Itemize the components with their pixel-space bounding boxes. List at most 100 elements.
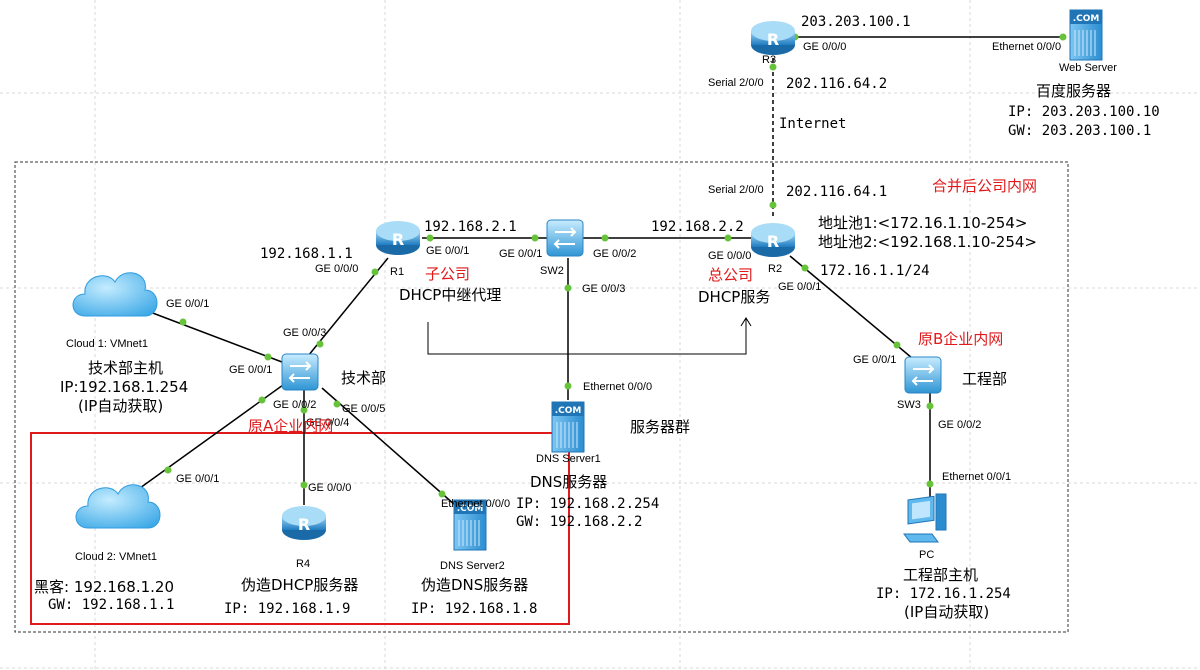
port-sw3-ge001: GE 0/0/1 — [853, 354, 896, 366]
port-swt-ge002: GE 0/0/2 — [273, 399, 316, 411]
switch-icon — [546, 219, 584, 257]
router-r3[interactable]: R — [751, 21, 795, 55]
port-sw3-ge002: GE 0/0/2 — [938, 419, 981, 431]
merged-lan-area — [14, 161, 1069, 633]
cloud2-line2: GW: 192.168.1.1 — [48, 597, 174, 613]
switch-sw2[interactable] — [546, 219, 584, 257]
port-r2-serial: Serial 2/0/0 — [708, 184, 764, 196]
merged-lan-label: 合并后公司内网 — [932, 177, 1037, 195]
dns2-title: 伪造DNS服务器 — [421, 576, 528, 594]
port-r2-ge000: GE 0/0/0 — [708, 250, 751, 262]
port-r1-ge001: GE 0/0/1 — [426, 245, 469, 257]
r2-role: DHCP服务 — [698, 288, 770, 306]
r3-name: R3 — [762, 54, 776, 66]
svg-text:.COM: .COM — [1073, 14, 1100, 24]
cloud1-ip: IP:192.168.1.254 — [60, 378, 188, 396]
pc-host[interactable] — [903, 493, 947, 543]
cloud-icon — [75, 484, 161, 529]
server-dns1[interactable]: .COM — [551, 401, 585, 453]
port-dns1-eth: Ethernet 0/0/0 — [583, 381, 652, 393]
r1-role: DHCP中继代理 — [399, 286, 501, 304]
r1-tag: 子公司 — [425, 265, 470, 283]
web-server-gw: GW: 203.203.100.1 — [1008, 123, 1151, 139]
port-sw2-ge001: GE 0/0/1 — [499, 248, 542, 260]
r1-name: R1 — [390, 266, 404, 278]
server-icon: .COM — [551, 401, 585, 453]
link-r2-sw3 — [789, 255, 913, 359]
server-web[interactable]: .COM — [1069, 9, 1103, 61]
r2-pool1: 地址池1:<172.16.1.10-254> — [818, 214, 1027, 232]
router-icon: R — [751, 21, 795, 55]
dns1-title: DNS服务器 — [530, 473, 607, 491]
pc-icon — [903, 493, 947, 543]
r2-pool2: 地址池2:<192.168.1.10-254> — [818, 233, 1037, 251]
server-icon: .COM — [453, 499, 487, 551]
port-swt-ge004: GE 0/0/4 — [306, 417, 349, 429]
svg-text:R: R — [298, 515, 310, 534]
port-swt-ge003: GE 0/0/3 — [283, 327, 326, 339]
cloud-cloud1[interactable] — [72, 272, 158, 317]
internet-label: Internet — [779, 116, 846, 132]
dhcp-relay-arrow — [427, 317, 752, 355]
web-server-title: 百度服务器 — [1036, 82, 1111, 100]
original-a-box — [30, 432, 570, 625]
ip-r1-ge000: 192.168.1.1 — [260, 246, 353, 262]
sw3-label: 工程部 — [962, 370, 1007, 388]
ip-r1-ge001: 192.168.2.1 — [424, 219, 517, 235]
r4-ip: IP: 192.168.1.9 — [224, 601, 350, 617]
cloud-icon — [72, 272, 158, 317]
pc-name: PC — [919, 549, 934, 561]
port-swt-ge005: GE 0/0/5 — [342, 403, 385, 415]
router-r1[interactable]: R — [376, 221, 420, 255]
ip-r3-serial: 202.116.64.2 — [786, 76, 887, 92]
port-swt-ge001: GE 0/0/1 — [229, 364, 272, 376]
port-pc-eth: Ethernet 0/0/1 — [942, 471, 1011, 483]
port-dots — [164, 33, 1067, 498]
svg-text:R: R — [767, 232, 779, 251]
port-sw2-ge003: GE 0/0/3 — [582, 283, 625, 295]
port-r2-ge001: GE 0/0/1 — [778, 281, 821, 293]
tech-switch-label: 技术部 — [341, 369, 386, 387]
server-dns2[interactable]: .COM — [453, 499, 487, 551]
router-icon: R — [282, 506, 326, 540]
server-icon: .COM — [1069, 9, 1103, 61]
router-r2[interactable]: R — [751, 223, 795, 257]
switch-tech[interactable] — [281, 353, 319, 391]
switch-icon — [904, 356, 942, 394]
cloud1-note: (IP自动获取) — [78, 397, 163, 415]
pc-note: (IP自动获取) — [904, 603, 989, 621]
r2-tag: 总公司 — [708, 266, 753, 284]
pc-ip: IP: 172.16.1.254 — [876, 586, 1011, 602]
svg-text:R: R — [392, 230, 404, 249]
cloud1-title: 技术部主机 — [88, 359, 163, 377]
ip-r2-ge000: 192.168.2.2 — [651, 219, 744, 235]
port-sw2-ge002: GE 0/0/2 — [593, 248, 636, 260]
switch-icon — [281, 353, 319, 391]
link-cloud1-swtech — [149, 311, 283, 363]
router-r4[interactable]: R — [282, 506, 326, 540]
sw3-name: SW3 — [897, 399, 921, 411]
cloud2-line1: 黑客: 192.168.1.20 — [34, 578, 174, 596]
port-cloud2-ge: GE 0/0/1 — [176, 473, 219, 485]
web-server-ip: IP: 203.203.100.10 — [1008, 104, 1160, 120]
port-r1-ge000: GE 0/0/0 — [315, 263, 358, 275]
cloud-cloud2[interactable] — [75, 484, 161, 529]
original-a-label: 原A企业内网 — [248, 417, 333, 435]
dns2-ip: IP: 192.168.1.8 — [411, 601, 537, 617]
cloud1-name: Cloud 1: VMnet1 — [66, 338, 148, 350]
cloud2-name: Cloud 2: VMnet1 — [75, 551, 157, 563]
dns1-gw: GW: 192.168.2.2 — [516, 514, 642, 530]
svg-text:.COM: .COM — [457, 504, 484, 514]
ip-r2-ge001: 172.16.1.1/24 — [820, 263, 930, 279]
svg-text:.COM: .COM — [555, 406, 582, 416]
pc-title: 工程部主机 — [903, 566, 978, 584]
port-cloud1-ge: GE 0/0/1 — [166, 298, 209, 310]
port-dns2-eth: Ethernet 0/0/0 — [441, 498, 510, 510]
dns2-name: DNS Server2 — [440, 560, 505, 572]
server-group-label: 服务器群 — [630, 418, 690, 436]
r4-name: R4 — [296, 558, 310, 570]
router-icon: R — [376, 221, 420, 255]
switch-sw3[interactable] — [904, 356, 942, 394]
